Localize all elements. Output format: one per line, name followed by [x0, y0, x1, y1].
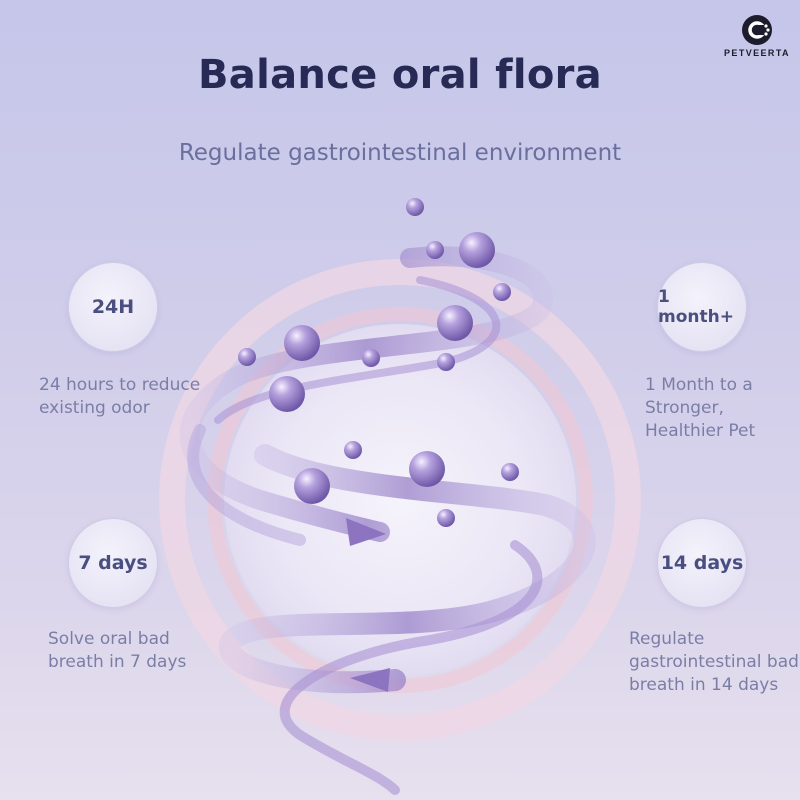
badge-7-days: 7 days: [68, 518, 158, 608]
description-24h: 24 hours to reduce existing odor: [39, 375, 201, 418]
badge-1-month: 1 month+: [657, 262, 747, 352]
description-14-days: Regulate gastrointestinal bad breath in …: [629, 629, 799, 695]
description-1-month: 1 Month to a Stronger, Healthier Pet: [645, 375, 756, 441]
badge-24h: 24H: [68, 262, 158, 352]
page-subtitle: Regulate gastrointestinal environment: [178, 140, 622, 166]
brand-name: PETVEERTA: [724, 48, 790, 58]
description-7-days: Solve oral bad breath in 7 days: [48, 629, 187, 672]
spiral-bands: [179, 246, 596, 795]
badge-14-days: 14 days: [657, 518, 747, 608]
brand-logo: PETVEERTA: [722, 14, 792, 58]
core-sphere: [224, 324, 576, 676]
petveerta-logo-icon: [742, 15, 772, 45]
arrow-head-lower: [350, 668, 390, 692]
outer-ring: [159, 259, 641, 741]
page-title: Balance oral flora: [198, 52, 602, 98]
arrow-head-upper: [346, 518, 386, 546]
floating-spheres: [238, 198, 519, 527]
